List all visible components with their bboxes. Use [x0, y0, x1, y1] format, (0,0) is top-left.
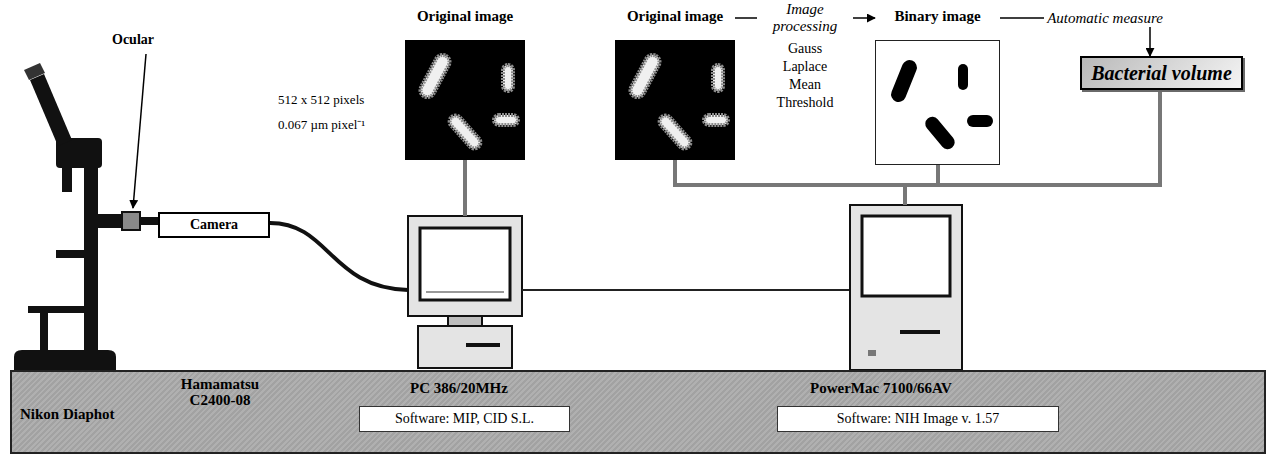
mac-case — [850, 205, 962, 370]
pc-computer — [408, 216, 522, 368]
image-panel: Binary image — [875, 6, 1000, 165]
bacterium — [704, 115, 728, 125]
step-label: Automatic measure — [1044, 10, 1166, 27]
spec-label: 0.067 µm pixel⁻¹ — [278, 117, 365, 133]
box-label: Software: NIH Image v. 1.57 — [784, 410, 1052, 428]
bacteria-drawing — [405, 40, 525, 160]
part-label: Ocular — [112, 32, 154, 48]
network-cable — [522, 289, 850, 291]
microscope-base — [14, 350, 116, 370]
drive-slot — [466, 343, 500, 347]
bench-band: Nikon Diaphot Hamamatsu C2400-08 PC 386/20… — [10, 370, 1266, 454]
bacterium — [447, 113, 483, 151]
microscope-stage — [28, 306, 98, 313]
image-panel: Original image — [405, 6, 525, 160]
image-panel: Original image — [615, 6, 735, 160]
bacterium — [958, 64, 968, 90]
box-label: Bacterial volume — [1090, 61, 1233, 85]
equipment-label: Hamamatsu C2400-08 — [170, 376, 270, 408]
camera-box: Camera — [158, 212, 270, 238]
bacteria-drawing — [876, 41, 1001, 166]
ocular-adapter — [122, 212, 140, 230]
bacterium — [657, 113, 693, 151]
camera-cable — [270, 223, 408, 290]
side-port — [98, 214, 122, 228]
camera-coupler — [140, 217, 158, 225]
objective — [62, 168, 72, 192]
mac-screen — [862, 216, 950, 296]
bacterium — [503, 65, 513, 91]
stage-leg — [40, 313, 48, 350]
bacterium — [967, 115, 993, 127]
software-box: Software: NIH Image v. 1.57 — [777, 406, 1059, 432]
software-box: Software: MIP, CID S.L. — [359, 406, 570, 432]
micrograph — [615, 40, 735, 160]
video-link — [463, 160, 467, 216]
result-box: Bacterial volume — [1080, 56, 1243, 90]
pc-stand — [448, 316, 482, 326]
bacterium — [922, 114, 957, 152]
spec-label: 512 x 512 pixels — [278, 92, 364, 108]
equipment-label: PowerMac 7100/66AV — [810, 380, 952, 396]
image-heading: Binary image — [875, 6, 1000, 26]
microscope-column — [84, 150, 98, 352]
powermac-computer — [850, 205, 962, 370]
step-label: Image processing — [757, 1, 853, 35]
micrograph — [405, 40, 525, 160]
pc-case — [418, 326, 512, 368]
bacterium — [713, 65, 723, 91]
bacterium — [889, 58, 919, 104]
eyepiece-cap — [24, 63, 45, 80]
box-label: Software: MIP, CID S.L. — [366, 410, 563, 428]
equipment-label: PC 386/20MHz — [410, 380, 508, 396]
binary-image — [875, 40, 1000, 165]
image-heading: Original image — [405, 6, 525, 26]
screen-shade — [426, 291, 504, 293]
image-heading: Original image — [615, 6, 735, 26]
filter-name: Gauss — [788, 41, 822, 57]
filter-name: Mean — [789, 77, 821, 93]
bacterium — [494, 115, 518, 125]
bacterium — [418, 52, 452, 99]
filter-name: Laplace — [783, 59, 827, 75]
filter-name: Threshold — [777, 95, 834, 111]
bacterium — [628, 52, 662, 99]
eyepiece-tube — [30, 74, 72, 146]
ocular-pointer — [133, 54, 146, 208]
mac-button — [868, 350, 876, 356]
equipment-label: Nikon Diaphot — [20, 406, 115, 422]
mac-slot — [900, 330, 940, 334]
box-label: Camera — [166, 217, 262, 233]
microscope — [14, 63, 158, 370]
bacteria-drawing — [615, 40, 735, 160]
pc-screen — [420, 228, 510, 300]
condenser — [56, 250, 86, 258]
pc-monitor — [408, 216, 522, 316]
